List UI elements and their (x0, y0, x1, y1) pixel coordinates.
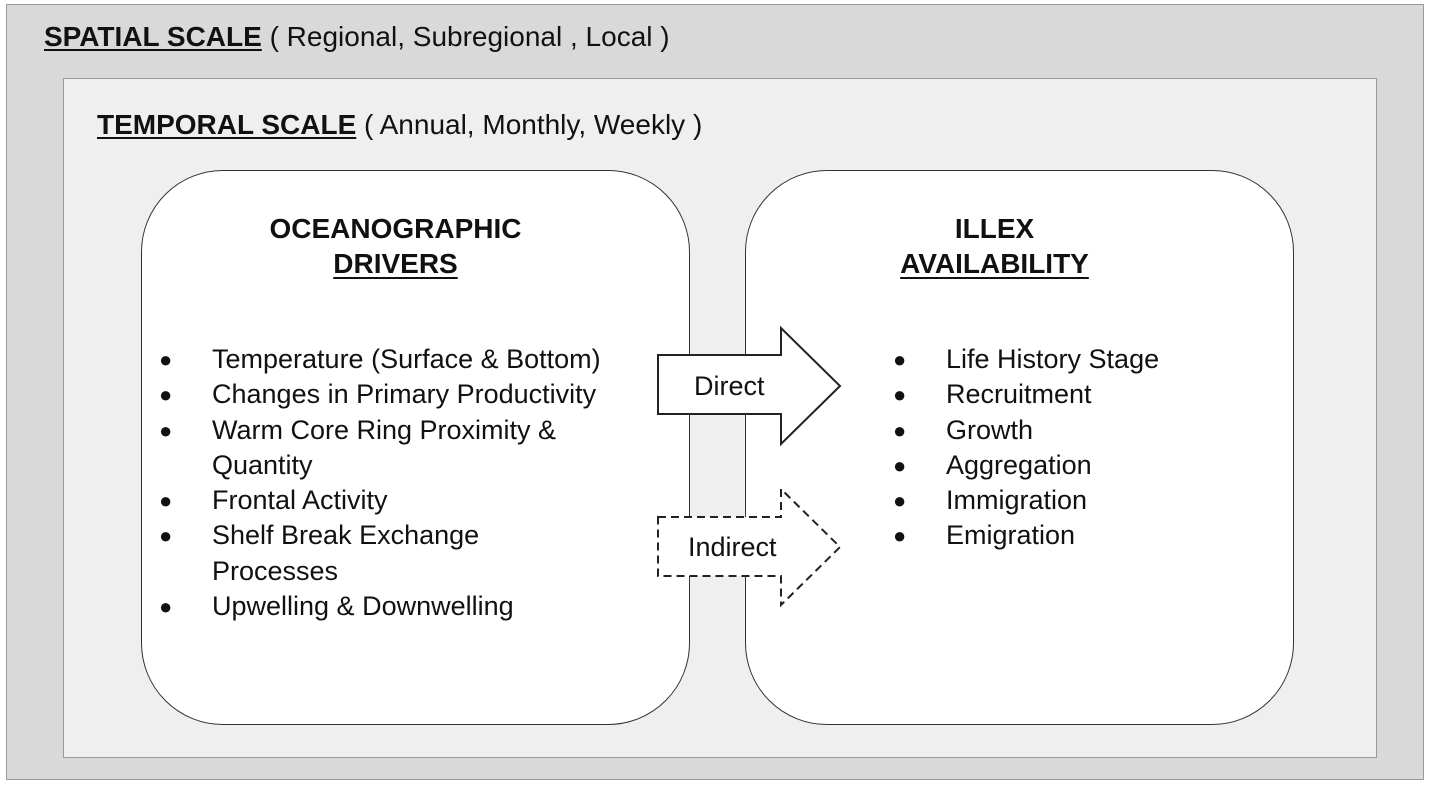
list-item: ● Life History Stage (893, 342, 1276, 377)
list-item: ● Upwelling & Downwelling (159, 589, 682, 624)
bullet-icon: ● (159, 488, 173, 514)
bullet-icon: ● (159, 594, 173, 620)
indirect-arrow-label: Indirect (688, 532, 777, 562)
bullet-icon: ● (893, 347, 907, 372)
drivers-list: ● Temperature (Surface & Bottom) ● Changes… (159, 342, 682, 624)
bullet-icon: ● (893, 417, 907, 443)
drivers-title-line2-wrap: DRIVERS (122, 246, 669, 281)
availability-list: ● Life History Stage ● Recruitment ● Growth… (893, 342, 1276, 554)
drivers-item-text: Warm Core Ring Proximity & Quantity (212, 414, 557, 480)
temporal-scale-detail: ( Annual, Monthly, Weekly ) (356, 109, 703, 140)
bullet-icon: ● (893, 452, 907, 478)
bullet-icon: ● (893, 523, 907, 549)
indirect-arrow-shape (657, 486, 842, 608)
spatial-scale-label: SPATIAL SCALE (44, 21, 262, 52)
list-item: ● Growth (893, 413, 1276, 448)
availability-item-text: Immigration (946, 485, 1088, 516)
list-item: ● Aggregation (893, 448, 1276, 483)
list-item: ● Temperature (Surface & Bottom) (159, 342, 682, 377)
indirect-arrow-icon (657, 486, 842, 608)
drivers-title: OCEANOGRAPHIC DRIVERS (122, 211, 669, 281)
drivers-item-text: Temperature (Surface & Bottom) (212, 344, 601, 374)
bullet-icon: ● (893, 382, 907, 408)
availability-title-line2-wrap: AVAILABILITY (721, 246, 1268, 281)
bullet-icon: ● (893, 488, 907, 514)
drivers-item-text: Shelf Break Exchange Processes (212, 520, 480, 586)
direct-arrow-shape (657, 325, 842, 447)
availability-item-text: Emigration (946, 520, 1076, 551)
drivers-item-text: Changes in Primary Productivity (212, 379, 597, 410)
temporal-scale-heading: TEMPORAL SCALE ( Annual, Monthly, Weekly… (97, 109, 702, 141)
bullet-icon: ● (159, 523, 173, 549)
list-item: ● Shelf Break Exchange Processes (159, 518, 682, 589)
list-item: ● Emigration (893, 518, 1276, 553)
list-item: ● Warm Core Ring Proximity & Quantity (159, 413, 682, 484)
spatial-scale-detail: ( Regional, Subregional , Local ) (261, 21, 670, 52)
bullet-icon: ● (159, 417, 173, 443)
bullet-icon: ● (159, 347, 173, 372)
direct-arrow-label: Direct (694, 371, 765, 401)
list-item: ● Immigration (893, 483, 1276, 518)
availability-item-text: Growth (946, 414, 1034, 445)
drivers-title-line2: DRIVERS (333, 248, 458, 279)
availability-title-line2: AVAILABILITY (900, 248, 1089, 279)
list-item: ● Frontal Activity (159, 483, 682, 518)
drivers-item-text: Frontal Activity (212, 485, 388, 516)
spatial-scale-heading: SPATIAL SCALE ( Regional, Subregional , … (44, 21, 670, 53)
drivers-item-text: Upwelling & Downwelling (212, 591, 514, 622)
temporal-scale-label: TEMPORAL SCALE (97, 109, 357, 140)
drivers-title-line1: OCEANOGRAPHIC (269, 213, 522, 244)
availability-title-line1: ILLEX (954, 213, 1035, 244)
list-item: ● Recruitment (893, 377, 1276, 412)
list-item: ● Changes in Primary Productivity (159, 377, 682, 412)
illex-availability-box: ILLEX AVAILABILITY ● Life History Stage ●… (745, 170, 1294, 725)
availability-title: ILLEX AVAILABILITY (721, 211, 1268, 281)
availability-item-text: Life History Stage (946, 344, 1160, 374)
availability-item-text: Recruitment (946, 379, 1092, 410)
oceanographic-drivers-box: OCEANOGRAPHIC DRIVERS ● Temperature (Surf… (141, 170, 690, 725)
direct-arrow-icon (657, 325, 842, 447)
bullet-icon: ● (159, 382, 173, 408)
availability-item-text: Aggregation (946, 449, 1092, 480)
